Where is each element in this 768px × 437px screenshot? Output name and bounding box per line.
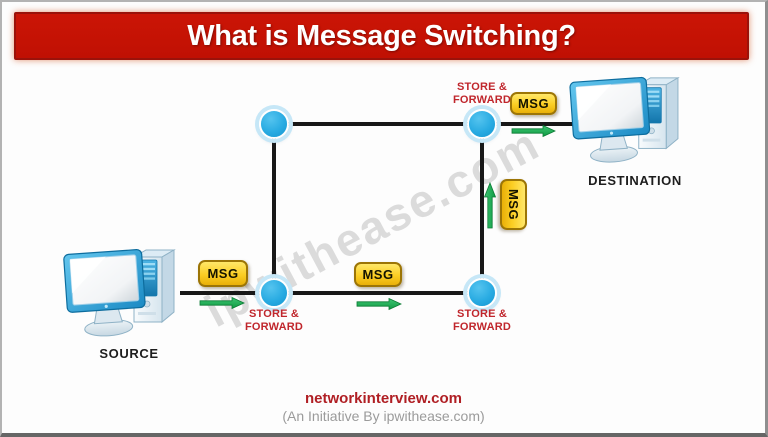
switch-node-bottom-right bbox=[467, 278, 497, 308]
source-label: SOURCE bbox=[99, 346, 159, 361]
store-forward-line1: STORE & bbox=[248, 308, 300, 320]
page-title: What is Message Switching? bbox=[187, 19, 576, 52]
msg-box-source: MSG bbox=[198, 260, 248, 287]
link-lines bbox=[180, 122, 574, 295]
switch-node-bottom-left bbox=[259, 278, 289, 308]
store-forward-line2: FORWARD bbox=[244, 321, 304, 333]
flow-arrows bbox=[199, 124, 556, 311]
switch-node-top-right bbox=[467, 109, 497, 139]
arrow-right-destination bbox=[511, 124, 556, 138]
source-computer-illustration bbox=[62, 244, 182, 344]
destination-computer-illustration bbox=[568, 72, 686, 170]
arrow-right-bottom bbox=[356, 297, 402, 311]
store-forward-line1: STORE & bbox=[456, 308, 508, 320]
store-forward-label-top-right: STORE & FORWARD bbox=[437, 81, 527, 107]
store-forward-label-bottom-left: STORE & FORWARD bbox=[229, 308, 319, 334]
msg-box-bottom: MSG bbox=[354, 262, 402, 287]
msg-box-vertical: MSG bbox=[500, 179, 527, 230]
title-banner: What is Message Switching? bbox=[14, 12, 749, 60]
footer-site-name: networkinterview.com bbox=[305, 390, 462, 407]
switch-node-top-left bbox=[259, 109, 289, 139]
destination-label: DESTINATION bbox=[588, 173, 682, 188]
store-forward-label-bottom-right: STORE & FORWARD bbox=[437, 308, 527, 334]
arrow-right-source bbox=[199, 296, 245, 310]
msg-box-destination: MSG bbox=[510, 92, 557, 115]
store-forward-line2: FORWARD bbox=[452, 94, 512, 106]
store-forward-line2: FORWARD bbox=[452, 321, 512, 333]
arrow-up-right-link bbox=[483, 181, 497, 229]
store-forward-line1: STORE & bbox=[456, 81, 508, 93]
footer-tagline: (An Initiative By ipwithease.com) bbox=[282, 408, 485, 424]
